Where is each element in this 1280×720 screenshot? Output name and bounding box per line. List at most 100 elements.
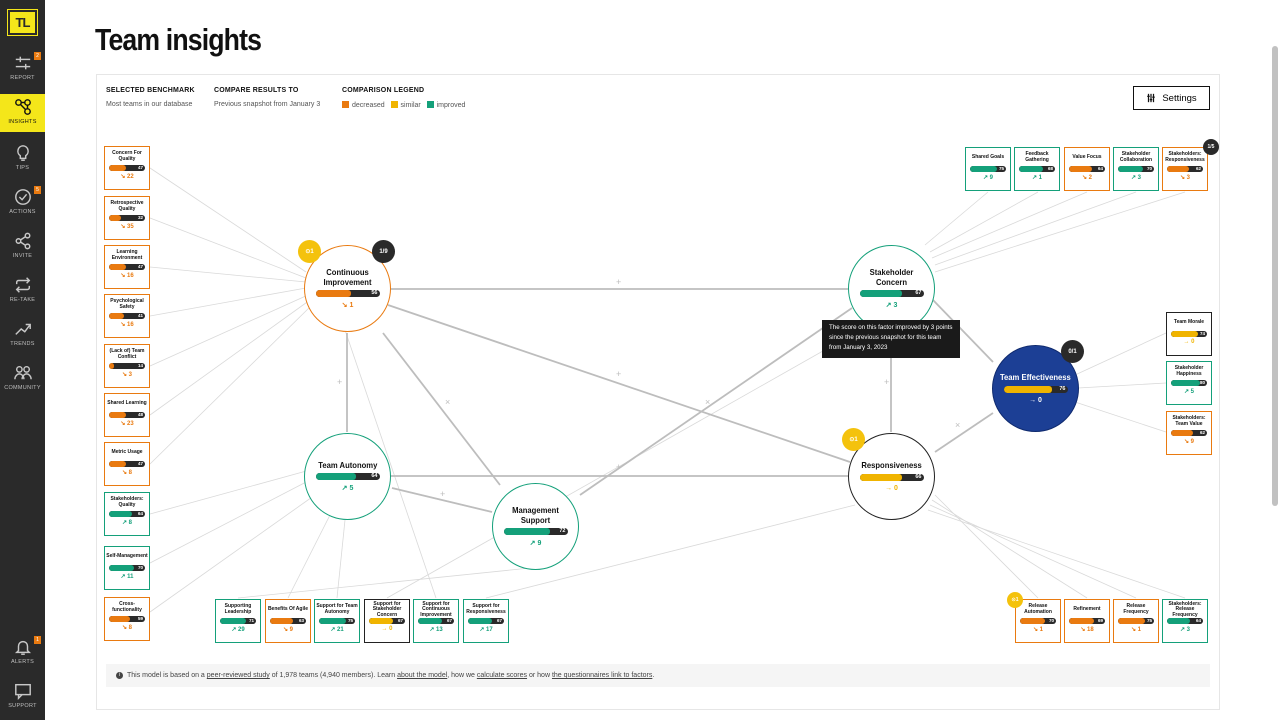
- score-value: 72: [559, 528, 566, 534]
- score-delta: ↗ 3: [885, 302, 898, 309]
- factor-stakeholders-quality[interactable]: Stakeholders: Quality 64 ↗ 8: [104, 492, 150, 536]
- sidebar-item-trends[interactable]: TRENDS: [0, 316, 45, 356]
- factor-concern-for-quality[interactable]: Concern For Quality 47 ↘ 22: [104, 146, 150, 190]
- score-delta: ↘ 8: [121, 625, 133, 631]
- score-delta: ↗ 3: [1179, 627, 1191, 633]
- factor-stakeholder-happiness[interactable]: Stakeholder Happiness 80 ↗ 5: [1166, 361, 1212, 405]
- ci-action-badge[interactable]: ⊙1: [298, 240, 321, 263]
- node-title: Stakeholder Concern: [869, 267, 914, 287]
- node-responsiveness[interactable]: Responsiveness 66 → 0: [848, 433, 935, 520]
- app-logo[interactable]: TL: [7, 9, 38, 36]
- score-value: 70: [1048, 618, 1054, 623]
- factor-cross-functionality[interactable]: Cross-functionality 59 ↘ 8: [104, 597, 150, 641]
- score-fill: [1003, 385, 1053, 393]
- factor-title: (Lack of) Team Conflict: [109, 348, 145, 360]
- factor-support-for-continuous-improvement[interactable]: Support for Continuous Improvement 67 ↗ …: [413, 599, 459, 643]
- factor-title: Support for Team Autonomy: [316, 603, 358, 615]
- sidebar-item-invite[interactable]: INVITE: [0, 228, 45, 268]
- factor-shared-goals[interactable]: Shared Goals 75 ↗ 9: [965, 147, 1011, 191]
- settings-label: Settings: [1162, 92, 1197, 104]
- score-delta: ↗ 29: [231, 627, 245, 633]
- factor-stakeholders-release-frequency[interactable]: Stakeholders: Release Frequency 64 ↗ 3: [1162, 599, 1208, 643]
- score-value: 75: [347, 618, 353, 623]
- te-count-badge[interactable]: 0/1: [1061, 340, 1084, 363]
- factor-support-for-responsiveness[interactable]: Support for Responsiveness 67 ↗ 17: [463, 599, 509, 643]
- score-value: 71: [248, 618, 254, 623]
- factor-shared-learning[interactable]: Shared Learning 48 ↘ 23: [104, 393, 150, 437]
- sidebar-item-insights[interactable]: INSIGHTS: [0, 94, 45, 132]
- factor-title: Psychological Safety: [110, 298, 144, 310]
- score-delta: ↘ 8: [121, 470, 133, 476]
- factor-feedback-gathering[interactable]: Feedback Gathering 68 ↗ 1: [1014, 147, 1060, 191]
- page-scrollbar[interactable]: [1272, 46, 1278, 506]
- factor-refinement[interactable]: Refinement 69 ↘ 18: [1064, 599, 1110, 643]
- factor-psychological-safety[interactable]: Psychological Safety 41 ↘ 16: [104, 294, 150, 338]
- ci-count-badge[interactable]: 1/9: [372, 240, 395, 263]
- release-automation-action-badge[interactable]: ⊙1: [1007, 592, 1023, 608]
- factor-stakeholders-team-value[interactable]: Stakeholders: Team Value 62 ↘ 9: [1166, 411, 1212, 455]
- score-delta: ↗ 21: [330, 627, 344, 633]
- sidebar-item-retake[interactable]: RE-TAKE: [0, 272, 45, 312]
- check-circle-icon: [14, 189, 31, 205]
- footer-prefix: This model is based on a: [127, 672, 205, 679]
- score-value: 64: [371, 473, 378, 480]
- factor-title: Stakeholders: Release Frequency: [1168, 600, 1202, 618]
- report-badge: 2: [34, 52, 41, 60]
- footer-end: .: [652, 672, 655, 679]
- factor-retrospective-quality[interactable]: Retrospective Quality 32 ↘ 35: [104, 196, 150, 240]
- factor-team-morale[interactable]: Team Morale 74 → 0: [1166, 312, 1212, 356]
- factor-lack-of-team-conflict[interactable]: (Lack of) Team Conflict 14 ↘ 3: [104, 344, 150, 388]
- sidebar-item-report[interactable]: REPORT 2: [0, 50, 45, 90]
- sidebar-item-label: INVITE: [12, 253, 33, 259]
- factor-self-management[interactable]: Self-Management 70 ↗ 11: [104, 546, 150, 590]
- top-factors-count-badge[interactable]: 1/5: [1203, 139, 1219, 155]
- factor-release-frequency[interactable]: Release Frequency 75 ↘ 1: [1113, 599, 1159, 643]
- score-delta: ↗ 17: [479, 627, 493, 633]
- score-bar: 74: [1171, 331, 1207, 337]
- about-model-link[interactable]: about the model: [397, 672, 448, 679]
- benchmark-value[interactable]: Most teams in our database: [106, 101, 193, 108]
- node-stakeholder-concern[interactable]: Stakeholder Concern 67 ↗ 3: [848, 245, 935, 332]
- sidebar-item-tips[interactable]: TIPS: [0, 140, 45, 180]
- sidebar-item-label: ACTIONS: [9, 209, 36, 215]
- factor-support-for-stakeholder-concern[interactable]: Support for Stakeholder Concern 67 → 0: [364, 599, 410, 643]
- score-delta: → 0: [381, 626, 393, 632]
- score-value: 56: [371, 290, 378, 296]
- sidebar-item-community[interactable]: COMMUNITY: [0, 360, 45, 400]
- score-delta: ↘ 16: [120, 273, 134, 279]
- factor-stakeholder-collaboration[interactable]: Stakeholder Collaboration 70 ↗ 3: [1113, 147, 1159, 191]
- sidebar-item-alerts[interactable]: ALERTS 1: [0, 634, 45, 674]
- score-delta: ↘ 22: [120, 174, 134, 180]
- score-fill: [109, 511, 133, 517]
- score-fill: [319, 618, 346, 624]
- score-bar: 66: [859, 473, 924, 481]
- factor-supporting-leadership[interactable]: Supporting Leadership 71 ↗ 29: [215, 599, 261, 643]
- score-value: 62: [1199, 430, 1205, 435]
- factor-release-automation[interactable]: Release Automation 70 ↘ 1: [1015, 599, 1061, 643]
- compare-value[interactable]: Previous snapshot from January 3: [214, 101, 321, 108]
- questionnaires-link[interactable]: the questionnaires link to factors: [551, 672, 653, 679]
- sidebar-item-label: TIPS: [15, 165, 30, 171]
- factor-benefits-of-agile[interactable]: Benefits Of Agile 63 ↘ 9: [265, 599, 311, 643]
- score-bar: 59: [109, 616, 145, 622]
- factor-support-for-team-autonomy[interactable]: Support for Team Autonomy 75 ↗ 21: [314, 599, 360, 643]
- alerts-badge: 1: [34, 636, 41, 644]
- node-management-support[interactable]: Management Support 72 ↗ 9: [492, 483, 579, 570]
- score-delta: ↘ 3: [121, 372, 133, 378]
- factor-stakeholders-responsiveness[interactable]: Stakeholders: Responsiveness 62 ↘ 3: [1162, 147, 1208, 191]
- sidebar-item-actions[interactable]: ACTIONS 5: [0, 184, 45, 224]
- score-delta: ↗ 5: [1183, 389, 1195, 395]
- factor-value-focus[interactable]: Value Focus 64 ↘ 2: [1064, 147, 1110, 191]
- responsiveness-action-badge[interactable]: ⊙1: [842, 428, 865, 451]
- score-delta: ↘ 1: [1130, 627, 1142, 633]
- settings-button[interactable]: Settings: [1133, 86, 1210, 110]
- node-team-autonomy[interactable]: Team Autonomy 64 ↗ 5: [304, 433, 391, 520]
- calculate-scores-link[interactable]: calculate scores: [476, 672, 528, 679]
- factor-title: Release Automation: [1024, 603, 1052, 615]
- score-fill: [315, 473, 357, 481]
- sidebar-item-support[interactable]: SUPPORT: [0, 678, 45, 718]
- factor-learning-environment[interactable]: Learning Environment 47 ↘ 16: [104, 245, 150, 289]
- factor-title: Supporting Leadership: [224, 603, 252, 615]
- factor-metric-usage[interactable]: Metric Usage 47 ↘ 8: [104, 442, 150, 486]
- peer-reviewed-study-link[interactable]: peer-reviewed study: [206, 672, 270, 679]
